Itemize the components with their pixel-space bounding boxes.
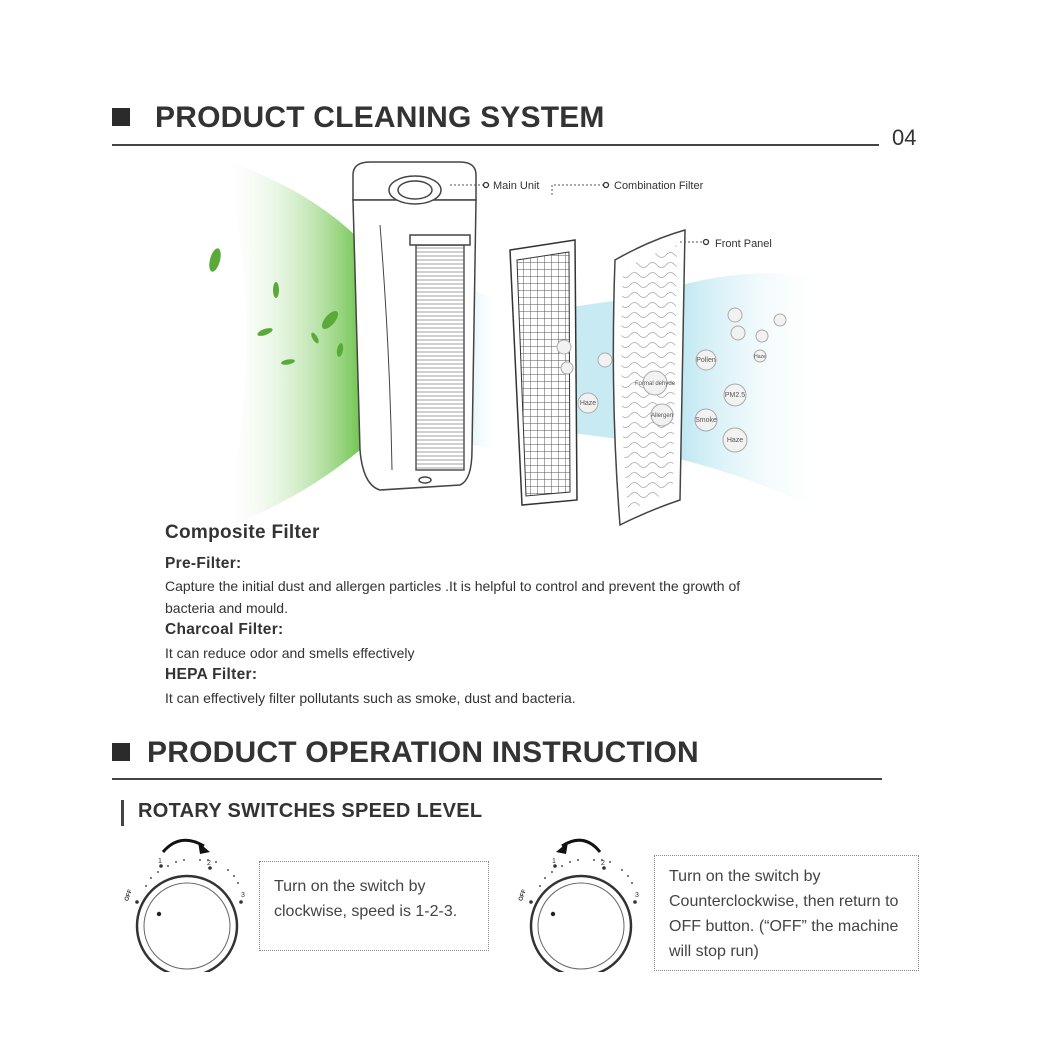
charcoal-filter-heading: Charcoal Filter: [165, 621, 284, 638]
dial-clockwise: OFF 1 2 3 [124, 838, 245, 972]
bubble-label-allergen: Allergen [651, 413, 673, 419]
dial-label-2: 2 [207, 860, 211, 867]
dial2-label-2: 2 [601, 860, 605, 867]
label-main-unit: Main Unit [493, 180, 539, 192]
pre-filter-line-2: bacteria and mould. [165, 600, 288, 616]
dial-counterclockwise: OFF 1 2 3 [518, 838, 639, 972]
note-counter-line-2: Counterclockwise, then return to [669, 893, 899, 910]
pre-filter-heading: Pre-Filter: [165, 555, 242, 572]
dial2-label-1: 1 [552, 858, 556, 865]
note-counter-line-3: OFF button. (“OFF” the machine [669, 918, 899, 935]
hepa-filter-line-1: It can effectively filter pollutants suc… [165, 690, 576, 706]
section-bullet-square [112, 108, 130, 126]
section-divider-line [112, 144, 879, 146]
callout-lines [450, 184, 705, 243]
green-airflow [220, 160, 360, 530]
clockwise-arrow-icon [161, 838, 205, 854]
dial-label-1: 1 [158, 858, 162, 865]
hepa-filter-heading: HEPA Filter: [165, 666, 258, 683]
bubble-label-haze-1: Haze [580, 400, 596, 407]
section-divider-line-2 [112, 778, 882, 780]
label-front-panel: Front Panel [715, 238, 772, 250]
page-number: 04 [892, 125, 917, 150]
note-clockwise-line-2: clockwise, speed is 1-2-3. [274, 903, 458, 920]
composite-filter-title: Composite Filter [165, 522, 320, 543]
dial2-label-off: OFF [518, 889, 528, 903]
subsection-bar [121, 800, 124, 826]
combination-filter-drawing [509, 239, 578, 506]
note-counter-line-1: Turn on the switch by [669, 868, 821, 885]
bubble-label-pollen: Pollen [696, 357, 716, 364]
bubble-label-haze-3: Haze [754, 354, 766, 360]
note-clockwise: Turn on the switch by clockwise, speed i… [259, 861, 489, 951]
main-unit-drawing [352, 161, 477, 491]
label-combination-filter: Combination Filter [614, 180, 704, 192]
rotary-switches-title: ROTARY SWITCHES SPEED LEVEL [138, 800, 483, 822]
bubble-label-haze-2: Haze [727, 437, 743, 444]
bubble-label-pm25: PM2.5 [725, 392, 745, 399]
dial2-label-3: 3 [635, 892, 639, 899]
dial-label-off: OFF [124, 889, 134, 903]
section-title-cleaning: PRODUCT CLEANING SYSTEM [155, 101, 605, 134]
pre-filter-line-1: Capture the initial dust and allergen pa… [165, 578, 741, 594]
section-title-operation: PRODUCT OPERATION INSTRUCTION [147, 736, 699, 769]
bubble-label-formaldehyde: Formal dehyde [635, 381, 676, 387]
counterclockwise-arrow-icon [561, 838, 602, 853]
product-exploded-diagram: Haze Pollen Formal dehyde PM2.5 Allergen… [209, 160, 830, 530]
note-counterclockwise: Turn on the switch by Counterclockwise, … [654, 855, 919, 971]
leaf-icons [209, 248, 344, 365]
note-counter-line-4: will stop run) [669, 943, 759, 960]
note-clockwise-line-1: Turn on the switch by [274, 878, 426, 895]
pollutant-bubbles: Haze Pollen Formal dehyde PM2.5 Allergen… [556, 307, 787, 453]
section-bullet-square-2 [112, 743, 130, 761]
dial-label-3: 3 [241, 892, 245, 899]
bubble-label-smoke: Smoke [695, 417, 717, 424]
charcoal-filter-line-1: It can reduce odor and smells effectivel… [165, 645, 415, 661]
